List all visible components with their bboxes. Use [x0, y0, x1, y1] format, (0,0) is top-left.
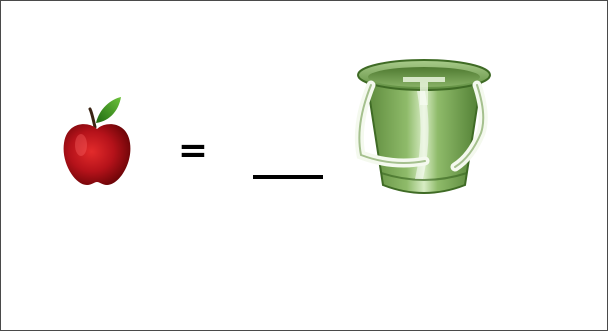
bucket-icon	[353, 55, 495, 201]
answer-blank	[253, 175, 323, 179]
apple-icon	[59, 93, 135, 189]
equals-sign: =	[176, 131, 210, 171]
